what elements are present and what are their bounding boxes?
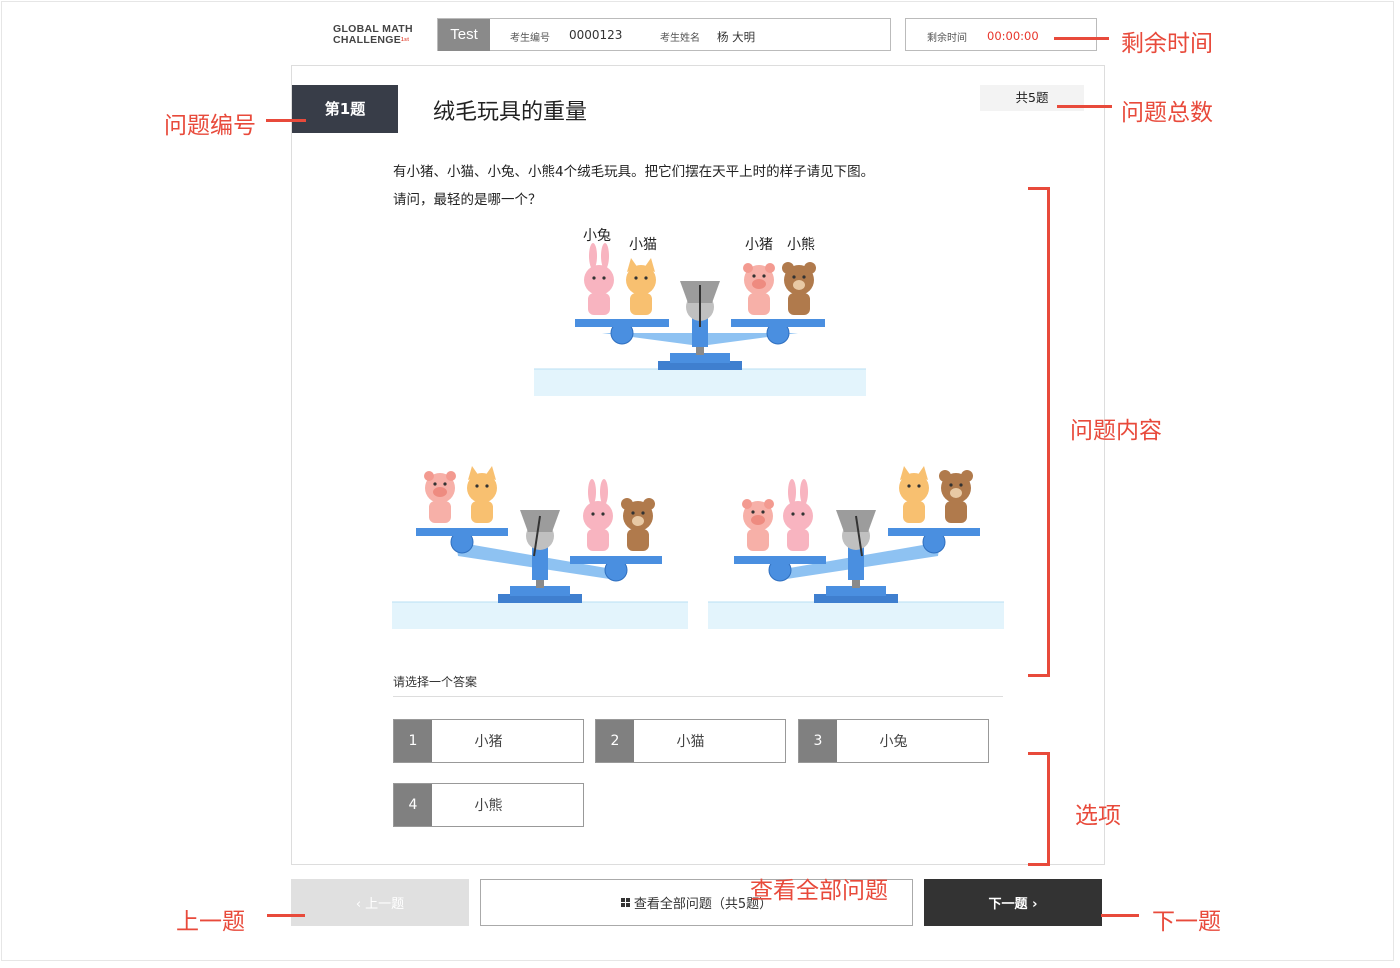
question-title: 绒毛玩具的重量: [433, 100, 588, 125]
annotation-line-number: [266, 119, 306, 122]
balance-scale-top: 小兔 小猫 小猪 小熊: [533, 228, 867, 397]
prev-question-label: ‹ 上一题: [355, 897, 405, 912]
annotation-line-next: [1101, 914, 1139, 917]
examinee-id: 0000123: [569, 28, 623, 42]
view-all-questions-button[interactable]: 查看全部问题（共5题）: [480, 879, 913, 926]
annotation-prev: 上一题: [176, 909, 245, 935]
option-3[interactable]: 3 小兔: [798, 719, 989, 763]
balance-figure: 小兔 小猫 小猪 小熊: [390, 215, 1010, 635]
examinee-name-label: 考生姓名: [660, 33, 700, 44]
option-label: 小熊: [474, 798, 503, 814]
annotation-next: 下一题: [1152, 909, 1221, 935]
label-rabbit: 小兔: [583, 228, 611, 244]
annotation-bracket-options: [1028, 752, 1050, 866]
annotation-line-prev: [267, 914, 305, 917]
examinee-name: 杨 大明: [717, 30, 756, 44]
label-cat: 小猫: [629, 237, 657, 253]
option-1[interactable]: 1 小猪: [393, 719, 584, 763]
prev-question-button[interactable]: ‹ 上一题: [291, 879, 469, 926]
logo: GLOBAL MATH CHALLENGE1st: [333, 23, 413, 46]
annotation-time-left: 剩余时间: [1121, 31, 1213, 57]
question-text-line1: 有小猪、小猫、小兔、小熊4个绒毛玩具。把它们摆在天平上时的样子请见下图。: [393, 164, 875, 180]
option-4[interactable]: 4 小熊: [393, 783, 584, 827]
annotation-question-number: 问题编号: [164, 113, 256, 139]
label-pig: 小猪: [745, 237, 773, 253]
annotation-bracket-content: [1028, 187, 1050, 677]
annotation-options: 选项: [1075, 803, 1121, 829]
next-question-label: 下一题 ›: [988, 897, 1038, 912]
option-label: 小猫: [676, 734, 705, 750]
time-left-value: 00:00:00: [987, 29, 1039, 43]
option-number: 2: [596, 720, 634, 762]
time-left-box: 剩余时间 00:00:00: [905, 18, 1097, 51]
time-left-label: 剩余时间: [927, 33, 967, 44]
question-number: 第1题: [292, 85, 398, 133]
balance-scales-illustration: 小兔 小猫 小猪 小熊: [391, 228, 1005, 630]
option-label: 小兔: [879, 734, 908, 750]
annotation-question-content: 问题内容: [1070, 418, 1162, 444]
balance-scale-bottom-right: [707, 466, 1005, 630]
divider: [393, 696, 1003, 697]
option-2[interactable]: 2 小猫: [595, 719, 786, 763]
grid-icon: [620, 898, 630, 907]
annotation-question-total: 问题总数: [1121, 100, 1213, 126]
option-label: 小猪: [474, 734, 503, 750]
balance-scale-bottom-left: [391, 466, 689, 630]
option-number: 3: [799, 720, 837, 762]
annotation-line-total: [1057, 105, 1112, 108]
question-panel: [291, 65, 1105, 865]
annotation-view-all: 查看全部问题: [750, 878, 888, 904]
examinee-id-label: 考生编号: [510, 33, 550, 44]
choose-answer-label: 请选择一个答案: [393, 675, 478, 689]
label-bear: 小熊: [787, 237, 815, 253]
examinee-info: Test 考生编号 0000123 考生姓名 杨 大明: [437, 18, 891, 51]
option-number: 4: [394, 784, 432, 826]
option-number: 1: [394, 720, 432, 762]
annotation-line-time: [1054, 37, 1109, 40]
question-text-line2: 请问，最轻的是哪一个？: [393, 192, 542, 208]
test-tag: Test: [438, 19, 490, 51]
next-question-button[interactable]: 下一题 ›: [924, 879, 1102, 926]
view-all-label: 查看全部问题（共5题）: [633, 897, 773, 912]
